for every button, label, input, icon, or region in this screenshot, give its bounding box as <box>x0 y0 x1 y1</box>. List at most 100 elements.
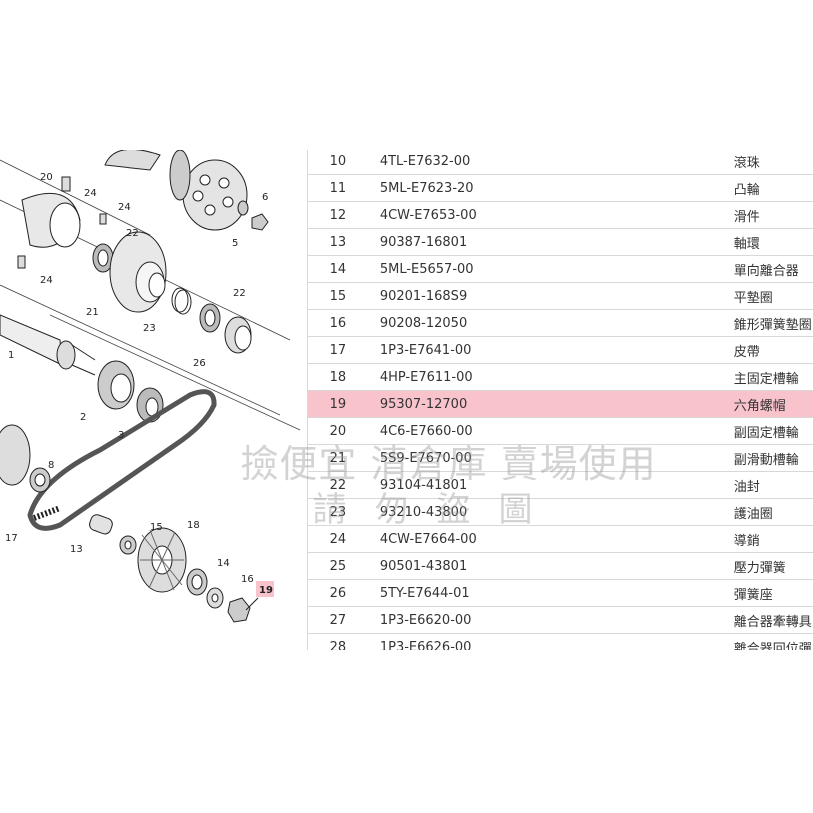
part-number: 1P3-E7641-00 <box>367 336 718 364</box>
part-name: 六角螺帽 <box>717 390 813 418</box>
part-ref-number: 24 <box>308 525 368 553</box>
part-name: 副滑動槽輪 <box>717 444 813 472</box>
callout-19-highlight <box>256 581 274 597</box>
part-name: 皮帶 <box>717 336 813 364</box>
parts-diagram: 20 24 24 24 6 5 22 21 23 22 26 1 2 3 8 1… <box>0 150 305 650</box>
callout-15: 15 <box>150 522 163 533</box>
part-number: 5ML-E5657-00 <box>367 255 718 283</box>
callout-24c: 24 <box>40 275 53 286</box>
callout-24a: 24 <box>84 188 97 199</box>
main-shaft-part <box>0 314 96 376</box>
part-name: 主固定槽輪 <box>717 363 813 391</box>
part-number: 5TY-E7644-01 <box>367 579 718 607</box>
part-number: 5S9-E7670-00 <box>367 444 718 472</box>
callout-19: 19 <box>259 585 273 596</box>
part-name: 錐形彈簧墊圈 <box>717 309 813 337</box>
callout-labels: 20 24 24 24 6 5 22 21 23 22 26 1 2 3 8 1… <box>5 172 273 596</box>
part-name: 彈簧座 <box>717 579 813 607</box>
part-number: 4CW-E7653-00 <box>367 201 718 229</box>
callout-20: 20 <box>40 172 53 183</box>
callout-2: 2 <box>80 412 86 423</box>
part-number: 1P3-E6626-00 <box>367 633 718 650</box>
part-number: 90501-43801 <box>367 552 718 580</box>
sliding-sheave-part <box>109 231 167 313</box>
part-number: 95307-12700 <box>367 390 718 418</box>
part-number: 93104-41801 <box>367 471 718 499</box>
callout-8: 8 <box>48 460 54 471</box>
part-ref-number: 20 <box>308 417 368 445</box>
callout-5: 5 <box>232 238 238 249</box>
bearing-part <box>97 360 135 410</box>
part-ref-number: 23 <box>308 498 368 526</box>
primary-sheave-part <box>137 527 187 593</box>
part-ref-number: 11 <box>308 174 368 202</box>
callout-13: 13 <box>70 544 83 555</box>
part-ref-number: 17 <box>308 336 368 364</box>
part-ref-number: 21 <box>308 444 368 472</box>
fixed-sheave-part <box>17 176 107 269</box>
hex-nut-part <box>227 597 251 623</box>
callout-16: 16 <box>241 574 254 585</box>
part-ref-number: 15 <box>308 282 368 310</box>
clutch-housing-part <box>104 150 248 231</box>
part-ref-number: 22 <box>308 471 368 499</box>
part-ref-number: 25 <box>308 552 368 580</box>
callout-24b: 24 <box>118 202 131 213</box>
part-name: 軸環 <box>717 228 813 256</box>
part-number: 4TL-E7632-00 <box>367 150 718 175</box>
part-number: 4CW-E7664-00 <box>367 525 718 553</box>
part-number: 4C6-E7660-00 <box>367 417 718 445</box>
part-number: 90201-168S9 <box>367 282 718 310</box>
callout-22b: 22 <box>233 288 246 299</box>
part-number: 4HP-E7611-00 <box>367 363 718 391</box>
part-name: 滑件 <box>717 201 813 229</box>
part-name: 副固定槽輪 <box>717 417 813 445</box>
callout-1: 1 <box>8 350 14 361</box>
part-name: 離合器牽轉具 <box>717 606 813 634</box>
part-ref-number: 27 <box>308 606 368 634</box>
part-number: 1P3-E6620-00 <box>367 606 718 634</box>
callout-22a: 22 <box>126 228 139 239</box>
part-ref-number: 28 <box>308 633 368 650</box>
part-number: 90208-12050 <box>367 309 718 337</box>
part-name: 凸輪 <box>717 174 813 202</box>
part-ref-number: 10 <box>308 150 368 175</box>
part-number: 90387-16801 <box>367 228 718 256</box>
callout-17: 17 <box>5 533 18 544</box>
callout-21: 21 <box>86 307 99 318</box>
part-name: 護油圈 <box>717 498 813 526</box>
part-name: 滾珠 <box>717 150 813 175</box>
part-name: 平墊圈 <box>717 282 813 310</box>
callout-23: 23 <box>143 323 156 334</box>
part-name: 單向離合器 <box>717 255 813 283</box>
part-name: 油封 <box>717 471 813 499</box>
part-ref-number: 18 <box>308 363 368 391</box>
part-name: 壓力彈簧 <box>717 552 813 580</box>
callout-18: 18 <box>187 520 200 531</box>
collar-part <box>89 514 113 535</box>
part-ref-number: 26 <box>308 579 368 607</box>
part-ref-number: 12 <box>308 201 368 229</box>
callout-6: 6 <box>262 192 268 203</box>
part-number: 5ML-E7623-20 <box>367 174 718 202</box>
callout-14: 14 <box>217 558 230 569</box>
part-name: 離合器回位彈 <box>717 633 813 650</box>
part-ref-number: 14 <box>308 255 368 283</box>
part-ref-number: 19 <box>308 390 368 418</box>
